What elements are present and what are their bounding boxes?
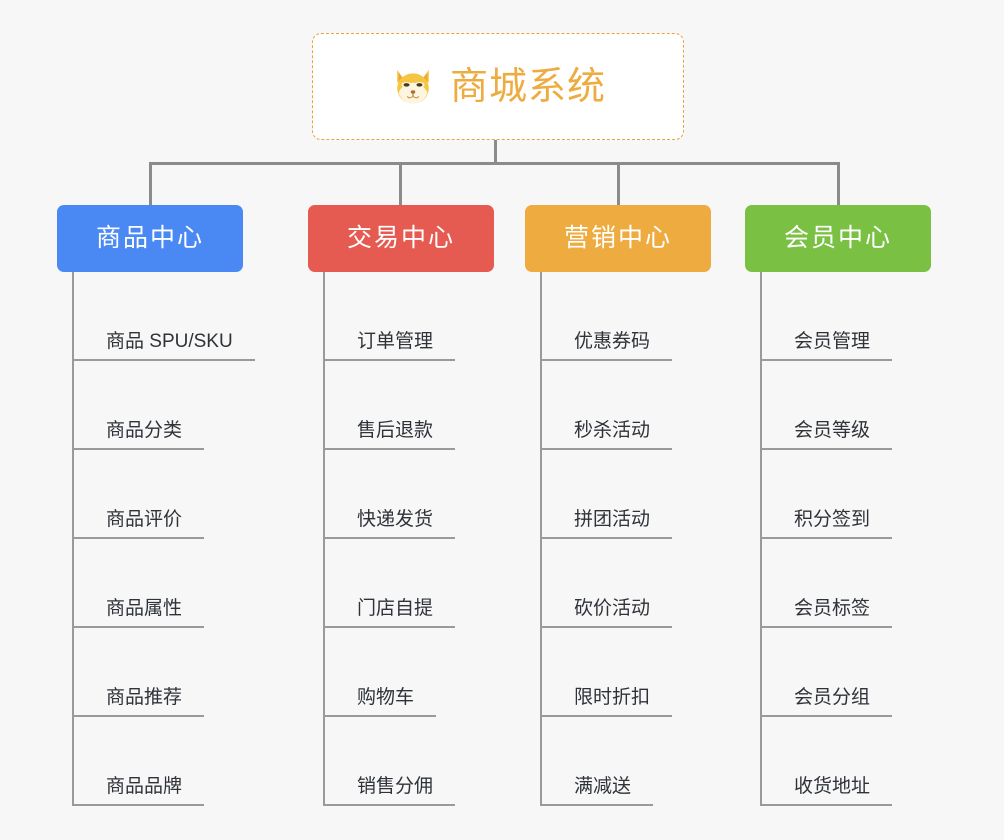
leaf-list-member: 会员管理 会员等级 积分签到 会员标签 会员分组 收货地址 [745, 272, 931, 806]
list-item[interactable]: 会员管理 [745, 272, 931, 361]
connector-drop-1 [149, 162, 152, 208]
connector-root-trunk [494, 140, 497, 164]
list-item[interactable]: 会员标签 [745, 539, 931, 628]
list-item[interactable]: 积分签到 [745, 450, 931, 539]
leaf-label: 商品属性 [72, 598, 205, 628]
connector-horizontal-bus [149, 162, 840, 165]
category-column-product: 商品中心 商品 SPU/SKU 商品分类 商品评价 商品属性 商品推荐 商品品牌 [57, 205, 255, 806]
list-item[interactable]: 快递发货 [308, 450, 494, 539]
category-column-marketing: 营销中心 优惠券码 秒杀活动 拼团活动 砍价活动 限时折扣 满减送 [525, 205, 711, 806]
list-item[interactable]: 购物车 [308, 628, 494, 717]
leaf-label: 购物车 [323, 687, 437, 717]
connector-drop-2 [399, 162, 402, 208]
shiba-dog-icon [397, 69, 429, 104]
list-item[interactable]: 限时折扣 [525, 628, 711, 717]
leaf-label: 收货地址 [760, 776, 893, 806]
leaf-spine [72, 272, 74, 806]
list-item[interactable]: 满减送 [525, 717, 711, 806]
leaf-label: 会员等级 [760, 420, 893, 450]
list-item[interactable]: 会员等级 [745, 361, 931, 450]
leaf-label: 拼团活动 [540, 509, 673, 539]
category-column-trade: 交易中心 订单管理 售后退款 快递发货 门店自提 购物车 销售分佣 [308, 205, 494, 806]
list-item[interactable]: 商品评价 [57, 450, 243, 539]
category-node-marketing[interactable]: 营销中心 [525, 205, 711, 272]
leaf-list-marketing: 优惠券码 秒杀活动 拼团活动 砍价活动 限时折扣 满减送 [525, 272, 711, 806]
category-column-member: 会员中心 会员管理 会员等级 积分签到 会员标签 会员分组 收货地址 [745, 205, 931, 806]
list-item[interactable]: 会员分组 [745, 628, 931, 717]
leaf-label: 订单管理 [323, 331, 456, 361]
leaf-label: 商品评价 [72, 509, 205, 539]
leaf-spine [540, 272, 542, 806]
list-item[interactable]: 售后退款 [308, 361, 494, 450]
list-item[interactable]: 商品 SPU/SKU [57, 272, 255, 361]
leaf-label: 砍价活动 [540, 598, 673, 628]
root-title: 商城系统 [449, 65, 606, 108]
list-item[interactable]: 拼团活动 [525, 450, 711, 539]
leaf-label: 优惠券码 [540, 331, 673, 361]
leaf-label: 商品品牌 [72, 776, 205, 806]
leaf-label: 限时折扣 [540, 687, 673, 717]
leaf-spine [760, 272, 762, 806]
list-item[interactable]: 秒杀活动 [525, 361, 711, 450]
leaf-label: 满减送 [540, 776, 654, 806]
connector-drop-3 [617, 162, 620, 208]
leaf-list-trade: 订单管理 售后退款 快递发货 门店自提 购物车 销售分佣 [308, 272, 494, 806]
leaf-label: 会员分组 [760, 687, 893, 717]
category-label: 营销中心 [563, 224, 672, 252]
list-item[interactable]: 销售分佣 [308, 717, 494, 806]
leaf-label: 售后退款 [323, 420, 456, 450]
category-label: 会员中心 [783, 224, 892, 252]
leaf-list-product: 商品 SPU/SKU 商品分类 商品评价 商品属性 商品推荐 商品品牌 [57, 272, 255, 806]
leaf-label: 积分签到 [760, 509, 893, 539]
list-item[interactable]: 收货地址 [745, 717, 931, 806]
leaf-label: 会员标签 [760, 598, 893, 628]
list-item[interactable]: 商品品牌 [57, 717, 243, 806]
connector-drop-4 [837, 162, 840, 208]
list-item[interactable]: 订单管理 [308, 272, 494, 361]
leaf-spine [323, 272, 325, 806]
leaf-label: 商品推荐 [72, 687, 205, 717]
category-node-member[interactable]: 会员中心 [745, 205, 931, 272]
leaf-label: 门店自提 [323, 598, 456, 628]
leaf-label: 销售分佣 [323, 776, 456, 806]
list-item[interactable]: 门店自提 [308, 539, 494, 628]
list-item[interactable]: 商品分类 [57, 361, 243, 450]
category-label: 交易中心 [346, 224, 455, 252]
list-item[interactable]: 商品推荐 [57, 628, 243, 717]
list-item[interactable]: 商品属性 [57, 539, 243, 628]
leaf-label: 会员管理 [760, 331, 893, 361]
leaf-label: 快递发货 [323, 509, 456, 539]
list-item[interactable]: 砍价活动 [525, 539, 711, 628]
list-item[interactable]: 优惠券码 [525, 272, 711, 361]
category-label: 商品中心 [95, 224, 204, 252]
root-node[interactable]: 商城系统 [312, 33, 684, 140]
leaf-label: 商品分类 [72, 420, 205, 450]
category-node-trade[interactable]: 交易中心 [308, 205, 494, 272]
category-node-product[interactable]: 商品中心 [57, 205, 243, 272]
leaf-label: 商品 SPU/SKU [72, 331, 255, 361]
leaf-label: 秒杀活动 [540, 420, 673, 450]
